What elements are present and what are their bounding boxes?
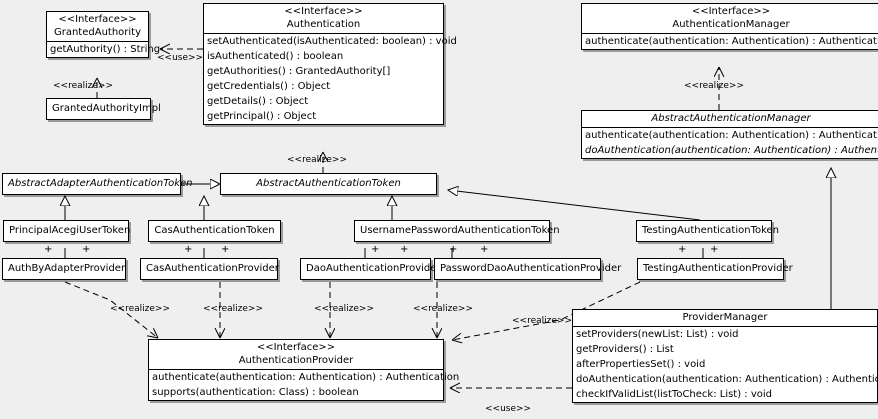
edge-generalize-testing-token (448, 190, 701, 221)
class-cas-authentication-provider[interactable]: CasAuthenticationProvider (140, 258, 279, 280)
class-members: setProviders(newList: List) : void getPr… (573, 327, 878, 402)
class-granted-authority-impl[interactable]: GrantedAuthorityImpl (46, 98, 161, 120)
assoc-multiplicity-plus: + (400, 244, 409, 255)
edge-label-realize-authbyadapter: <<realize>> (110, 304, 170, 314)
class-provider-manager[interactable]: ProviderManager setProviders(newList: Li… (572, 309, 878, 403)
edge-label-realize-testing: <<realize>> (512, 316, 572, 326)
class-name-label: GrantedAuthority (53, 27, 142, 38)
method-item: getAuthorities() : GrantedAuthority[] (207, 66, 391, 77)
method-item: authenticate(authentication: Authenticat… (585, 36, 878, 47)
method-item: getProviders() : List (576, 344, 674, 355)
class-authentication-provider[interactable]: <<Interface>> AuthenticationProvider aut… (148, 339, 460, 401)
class-dao-authentication-provider[interactable]: DaoAuthenticationProvider (300, 258, 441, 280)
class-name-label: CasAuthenticationProvider (146, 263, 279, 274)
method-item: supports(authentication: Class) : boolea… (152, 387, 359, 398)
class-authentication[interactable]: <<Interface>> Authentication setAuthenti… (203, 3, 457, 125)
assoc-multiplicity-plus: + (184, 244, 193, 255)
edge-label-realize-abstractauthenticationmanager: <<realize>> (684, 81, 744, 91)
class-name-label: AbstractAuthenticationToken (256, 178, 401, 189)
method-item: getPrincipal() : Object (207, 111, 317, 122)
method-item: doAuthentication(authentication: Authent… (576, 374, 878, 385)
class-members: authenticate(authentication: Authenticat… (582, 128, 878, 158)
class-name-label: AbstractAuthenticationManager (651, 113, 811, 124)
stereotype-label: <<Interface>> (58, 14, 137, 25)
class-members: setAuthenticated(isAuthenticated: boolea… (204, 34, 457, 124)
method-item: doAuthentication(authentication: Authent… (585, 145, 878, 156)
method-item: authenticate(authentication: Authenticat… (585, 130, 878, 141)
class-header: <<Interface>> GrantedAuthority (47, 12, 148, 42)
stereotype-label: <<Interface>> (256, 342, 336, 353)
assoc-multiplicity-plus: + (44, 244, 53, 255)
edge-label-realize-passworddao: <<realize>> (413, 304, 473, 314)
class-header: ProviderManager (573, 310, 877, 327)
method-item: authenticate(authentication: Authenticat… (152, 372, 460, 383)
class-abstract-authentication-token[interactable]: AbstractAuthenticationToken (220, 173, 437, 195)
stereotype-label: <<Interface>> (691, 6, 771, 17)
class-header: AbstractAuthenticationManager (582, 111, 878, 128)
class-name-label: ProviderManager (682, 312, 768, 323)
class-auth-by-adapter-provider[interactable]: AuthByAdapterProvider (2, 258, 126, 280)
class-authentication-manager[interactable]: <<Interface>> AuthenticationManager auth… (581, 3, 878, 50)
class-name-label: GrantedAuthorityImpl (52, 103, 161, 114)
class-name-label: AbstractAdapterAuthenticationToken (8, 178, 193, 189)
assoc-multiplicity-plus: + (480, 244, 489, 255)
method-item: setAuthenticated(isAuthenticated: boolea… (207, 36, 457, 47)
method-item: isAuthenticated() : boolean (207, 51, 344, 62)
class-testing-authentication-provider[interactable]: TestingAuthenticationProvider (637, 258, 793, 280)
class-name-label: Authentication (286, 19, 361, 30)
class-name-label: TestingAuthenticationProvider (643, 263, 793, 274)
class-members: getAuthority() : String (47, 42, 161, 57)
method-item: getCredentials() : Object (207, 81, 331, 92)
assoc-multiplicity-plus: + (449, 244, 458, 255)
class-name-label: PrincipalAcegiUserToken (9, 225, 131, 236)
assoc-multiplicity-plus: + (678, 244, 687, 255)
class-name-label: CasAuthenticationToken (154, 225, 275, 236)
class-name-label: UsernamePasswordAuthenticationToken (360, 225, 560, 236)
class-granted-authority[interactable]: <<Interface>> GrantedAuthority getAuthor… (46, 11, 161, 58)
edge-label-realize-dao: <<realize>> (314, 304, 374, 314)
assoc-multiplicity-plus: + (82, 244, 91, 255)
method-item: checkIfValidList(listToCheck: List) : vo… (576, 389, 773, 400)
edge-realize-testing (452, 281, 641, 340)
class-name-label: TestingAuthenticationToken (642, 225, 780, 236)
method-item: setProviders(newList: List) : void (576, 329, 739, 340)
edge-label-realize-abstractauthenticationtoken: <<realize>> (287, 155, 347, 165)
assoc-multiplicity-plus: + (710, 244, 719, 255)
class-abstract-authentication-manager[interactable]: AbstractAuthenticationManager authentica… (581, 110, 878, 159)
class-testing-authentication-token[interactable]: TestingAuthenticationToken (636, 220, 780, 242)
class-password-dao-authentication-provider[interactable]: PasswordDaoAuthenticationProvider (434, 258, 622, 280)
assoc-multiplicity-plus: + (371, 244, 380, 255)
method-item: getAuthority() : String (50, 44, 161, 55)
stereotype-label: <<Interface>> (284, 6, 363, 17)
class-header: <<Interface>> Authentication (204, 4, 443, 34)
edge-label-realize-cas: <<realize>> (203, 304, 263, 314)
class-username-password-authentication-token[interactable]: UsernamePasswordAuthenticationToken (354, 220, 560, 242)
method-item: getDetails() : Object (207, 96, 309, 107)
assoc-multiplicity-plus: + (221, 244, 230, 255)
edge-label-realize-grantedauthorityimpl: <<realize>> (53, 81, 113, 91)
class-name-label: DaoAuthenticationProvider (306, 263, 441, 274)
class-name-label: AuthByAdapterProvider (8, 263, 126, 274)
method-item: afterPropertiesSet() : void (576, 359, 706, 370)
class-header: <<Interface>> AuthenticationManager (582, 4, 878, 34)
edge-label-use-providermanager: <<use>> (485, 404, 532, 414)
class-members: authenticate(authentication: Authenticat… (149, 370, 460, 400)
class-principal-acegi-user-token[interactable]: PrincipalAcegiUserToken (3, 220, 131, 242)
class-abstract-adapter-authentication-token[interactable]: AbstractAdapterAuthenticationToken (2, 173, 193, 195)
edge-label-use-authentication-grantedauthority: <<use>> (157, 53, 204, 63)
class-name-label: AuthenticationManager (672, 19, 790, 30)
class-name-label: PasswordDaoAuthenticationProvider (440, 263, 622, 274)
class-header: <<Interface>> AuthenticationProvider (149, 340, 443, 370)
class-name-label: AuthenticationProvider (238, 355, 354, 366)
class-members: authenticate(authentication: Authenticat… (582, 34, 878, 49)
class-cas-authentication-token[interactable]: CasAuthenticationToken (148, 220, 281, 242)
